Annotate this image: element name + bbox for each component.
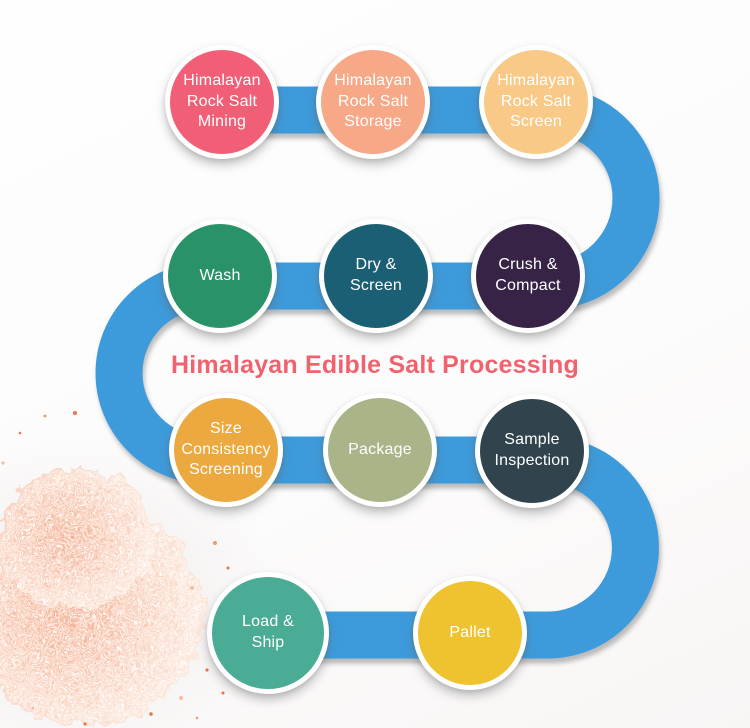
step-wash: Wash [163,219,277,333]
step-label: Pallet [449,623,491,641]
step-label: Himalayan Rock Salt Mining [183,71,261,131]
step-himalayan-rock-salt-storage: Himalayan Rock Salt Storage [316,45,430,159]
step-size-consistency-screening: Size Consistency Screening [169,393,283,507]
flow-path [95,86,660,659]
step-pallet: Pallet [413,576,527,690]
step-label: Load & Ship [242,613,294,651]
step-himalayan-rock-salt-screen: Himalayan Rock Salt Screen [479,45,593,159]
salt-pile-image [0,408,234,726]
step-label: Size Consistency Screening [181,419,271,479]
step-load-ship: Load & Ship [207,572,329,694]
step-label: Himalayan Rock Salt Storage [334,71,412,131]
step-sample-inspection: Sample Inspection [475,394,589,508]
step-label: Package [348,440,412,458]
step-label: Crush & Compact [495,256,561,294]
step-himalayan-rock-salt-mining: Himalayan Rock Salt Mining [165,45,279,159]
step-label: Dry & Screen [350,256,402,294]
step-dry-screen: Dry & Screen [319,219,433,333]
step-crush-compact: Crush & Compact [471,219,585,333]
step-label: Wash [199,266,241,284]
step-package: Package [323,393,437,507]
step-label: Sample Inspection [494,431,570,469]
page-title: Himalayan Edible Salt Processing [171,351,579,379]
step-label: Himalayan Rock Salt Screen [497,71,575,131]
